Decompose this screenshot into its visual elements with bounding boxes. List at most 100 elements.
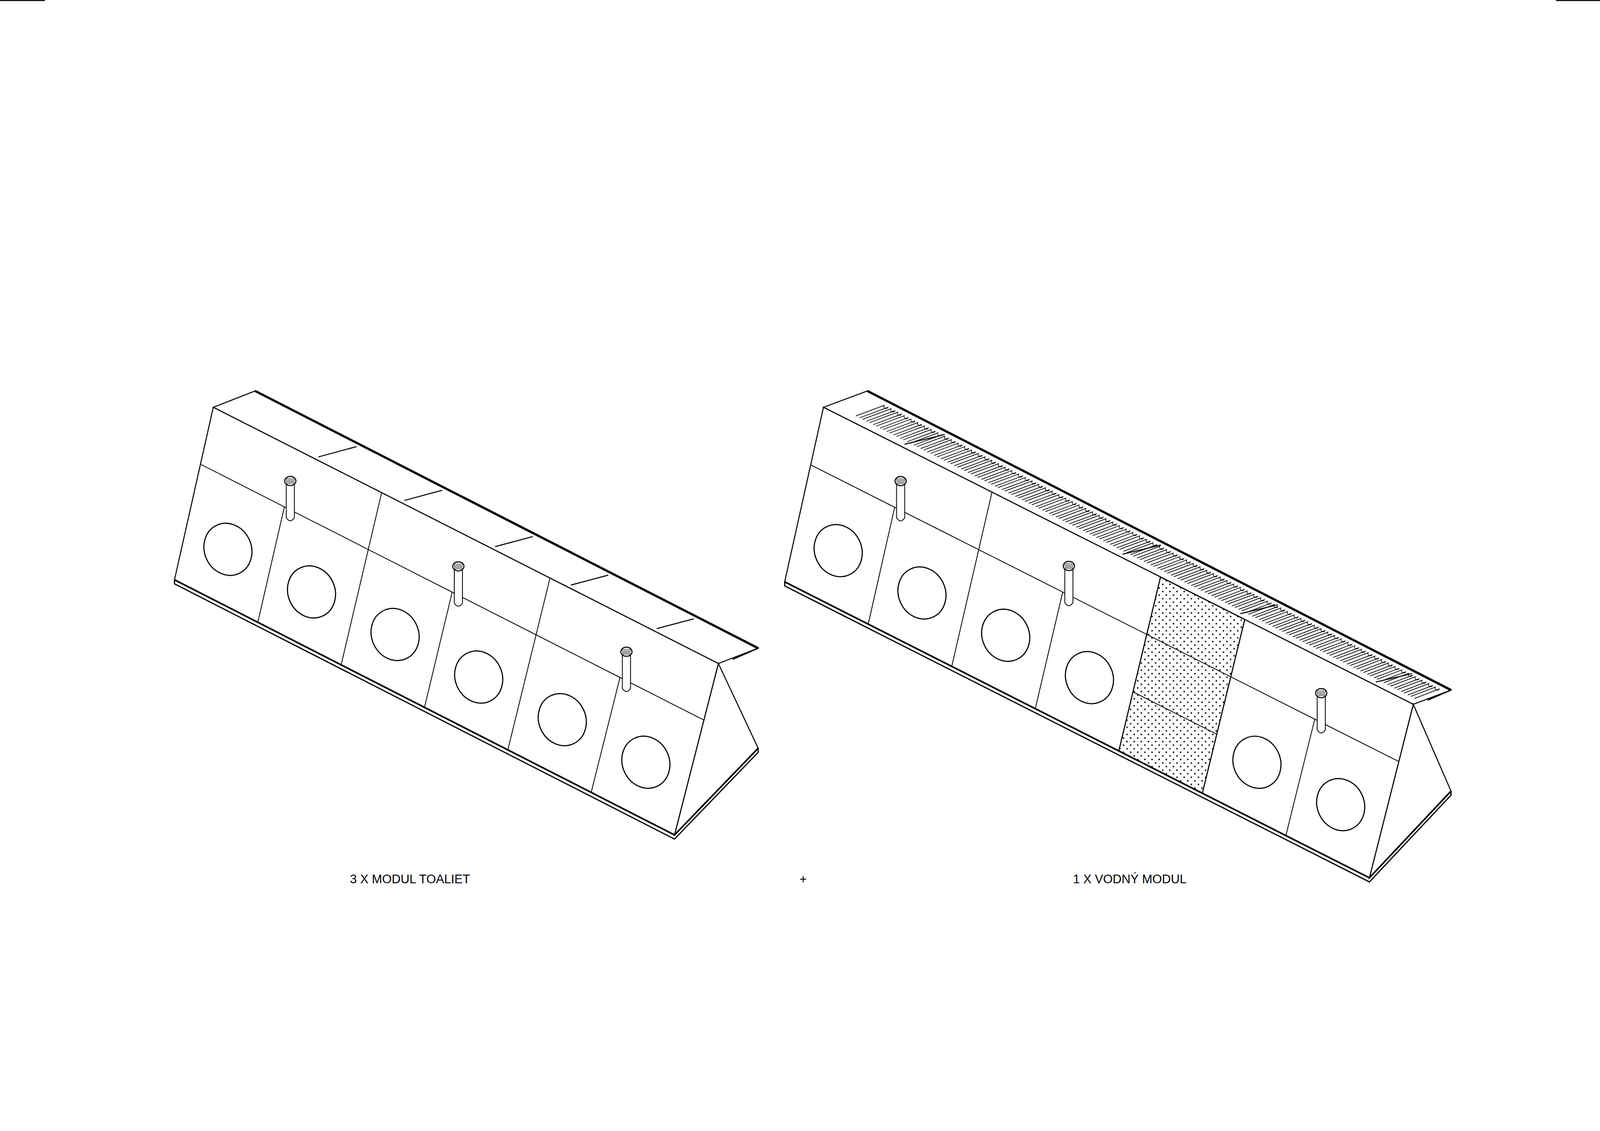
- vent-ribs: [896, 477, 898, 484]
- module-divider: [1202, 619, 1245, 794]
- vent-ribs: [1321, 690, 1323, 697]
- module-divider: [868, 507, 895, 624]
- module-divider: [1035, 592, 1063, 709]
- vent-cap: [894, 476, 907, 486]
- module-divider: [257, 506, 285, 623]
- vent-ribs: [1317, 690, 1319, 697]
- toilet-window: [1224, 727, 1290, 796]
- vent-ribs: [623, 648, 625, 655]
- vent-pipe: [454, 566, 463, 606]
- toilet-window: [613, 727, 679, 796]
- panel-joint: [1146, 634, 1231, 677]
- vent-ribs: [900, 477, 902, 484]
- vent-ribs: [1067, 562, 1069, 569]
- base-plate: [784, 581, 1451, 882]
- vent-ribs: [289, 477, 290, 484]
- end-edge: [1427, 689, 1451, 700]
- vent-pipe: [896, 481, 905, 521]
- base-plate: [174, 579, 759, 839]
- panel-joint: [451, 592, 536, 635]
- vent-ribs: [287, 477, 289, 484]
- panel-joint: [619, 677, 704, 720]
- panel-joint: [1062, 592, 1147, 635]
- water-module: [1118, 576, 1245, 794]
- panel-joint: [284, 506, 369, 550]
- panel-seam: [404, 490, 442, 501]
- module-divider: [951, 492, 993, 667]
- toilet-window: [195, 515, 260, 584]
- panel-seam: [571, 575, 609, 586]
- base-edge: [784, 581, 1451, 878]
- vent-ribs: [460, 563, 461, 570]
- caption-label: +: [799, 871, 807, 887]
- vent-ribs: [622, 648, 624, 655]
- base-edge: [174, 579, 759, 835]
- vent-cap: [620, 646, 633, 656]
- panel-joint: [894, 507, 979, 550]
- vent-cap: [1063, 561, 1075, 571]
- vent-ribs: [457, 563, 458, 570]
- vent-ribs: [1069, 562, 1070, 569]
- vent-ribs: [458, 563, 460, 570]
- toilet-and-water-modules: [784, 390, 1451, 882]
- toilet-window: [973, 601, 1039, 670]
- toilet-window: [1308, 770, 1373, 839]
- vent-pipe: [1317, 692, 1326, 733]
- vent-ribs: [626, 648, 628, 655]
- panel-joint: [810, 464, 895, 508]
- vent-ribs: [629, 648, 631, 655]
- vent-ribs: [292, 477, 293, 484]
- panel-joint: [1230, 676, 1315, 719]
- module-divider: [424, 592, 453, 708]
- panel-seam: [318, 446, 357, 458]
- toilet-window: [362, 600, 428, 669]
- vent-ribs: [1323, 690, 1324, 697]
- vent-cap: [284, 476, 297, 486]
- vent-ribs: [1324, 690, 1326, 697]
- panel-joint: [200, 463, 285, 507]
- panel-seam: [656, 618, 694, 629]
- caption-label: 1 X VODNÝ MODUL: [1072, 871, 1187, 887]
- vent-ribs: [903, 477, 905, 484]
- module-divider: [1118, 576, 1161, 751]
- module-divider: [341, 492, 382, 665]
- vent-ribs: [899, 477, 900, 484]
- toilet-window: [529, 685, 595, 754]
- vent-ribs: [1064, 562, 1066, 569]
- panel-joint: [1314, 718, 1399, 762]
- sheet-mark: [0, 0, 45, 1]
- panel-seam: [495, 536, 533, 547]
- vent-cap: [1315, 688, 1328, 698]
- caption-label: 3 X MODUL TOALIET: [349, 871, 471, 887]
- vent-ribs: [286, 477, 288, 484]
- vent-ribs: [1066, 562, 1067, 569]
- vent-ribs: [1070, 562, 1072, 569]
- module-divider: [507, 577, 550, 750]
- panel-joint: [1132, 691, 1217, 734]
- vent-ribs: [456, 563, 457, 570]
- vent-ribs: [898, 477, 899, 484]
- panel-joint: [978, 549, 1063, 593]
- sheet-mark: [1556, 0, 1600, 1]
- vent-ribs: [454, 563, 456, 570]
- toilet-modules: [174, 390, 759, 839]
- vent-ribs: [625, 648, 626, 655]
- vent-ribs: [628, 648, 629, 655]
- toilet-window: [279, 557, 344, 626]
- toilet-window: [446, 643, 511, 712]
- panel-joint: [535, 634, 620, 677]
- vent-ribs: [902, 477, 904, 484]
- vent-pipe: [622, 651, 631, 691]
- vent-ribs: [293, 477, 295, 484]
- vent-pipe: [1064, 565, 1074, 606]
- module-divider: [591, 677, 620, 793]
- toilet-window: [1056, 643, 1122, 712]
- vent-ribs: [290, 477, 291, 484]
- vent-cap: [452, 561, 465, 571]
- vent-ribs: [1319, 690, 1321, 697]
- vent-ribs: [1318, 690, 1320, 697]
- toilet-window: [889, 558, 955, 627]
- toilet-window: [805, 516, 871, 585]
- vent-pipe: [286, 480, 295, 521]
